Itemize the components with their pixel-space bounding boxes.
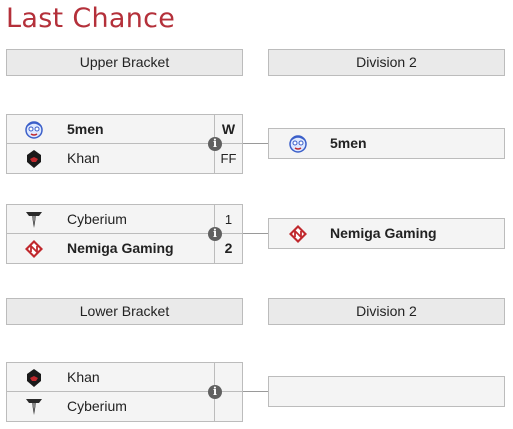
team-score: W — [214, 115, 242, 143]
result-team-name: Nemiga Gaming — [330, 225, 437, 241]
match-1-team-2[interactable]: Khan FF — [7, 144, 242, 173]
team-name: Khan — [67, 150, 100, 166]
team-name: Cyberium — [67, 211, 127, 227]
upper-bracket-header: Upper Bracket — [6, 49, 243, 76]
cyberium-logo-icon — [26, 399, 42, 415]
match-card-2[interactable]: Cyberium 1 Nemiga Gaming 2 — [6, 204, 243, 264]
result-1[interactable]: 5men — [268, 128, 505, 159]
result-team-name: 5men — [330, 135, 367, 151]
upper-division-header: Division 2 — [268, 49, 505, 76]
5men-logo-icon — [25, 121, 43, 139]
match-3-team-1[interactable]: Khan — [7, 363, 242, 392]
team-score: 1 — [214, 205, 242, 233]
nemiga-logo-icon — [25, 240, 43, 258]
result-2[interactable]: Nemiga Gaming — [268, 218, 505, 249]
result-3[interactable] — [268, 376, 505, 407]
cyberium-logo-icon — [26, 212, 42, 228]
match-2-team-2[interactable]: Nemiga Gaming 2 — [7, 234, 242, 263]
match-1-info-icon[interactable]: i — [208, 137, 222, 151]
match-1-team-1[interactable]: 5men W — [7, 115, 242, 144]
nemiga-logo-icon — [289, 225, 307, 243]
team-score — [214, 392, 242, 421]
match-2-info-icon[interactable]: i — [208, 227, 222, 241]
match-3-info-icon[interactable]: i — [208, 385, 222, 399]
team-name: 5men — [67, 121, 104, 137]
team-name: Khan — [67, 369, 100, 385]
lower-division-header: Division 2 — [268, 298, 505, 325]
khan-logo-icon — [27, 150, 41, 168]
match-card-3[interactable]: Khan Cyberium — [6, 362, 243, 422]
match-2-team-1[interactable]: Cyberium 1 — [7, 205, 242, 234]
khan-logo-icon — [27, 369, 41, 387]
connector-line — [243, 143, 268, 144]
team-name: Cyberium — [67, 398, 127, 414]
connector-line — [243, 233, 268, 234]
team-score: 2 — [214, 234, 242, 263]
match-card-1[interactable]: 5men W Khan FF — [6, 114, 243, 174]
team-name: Nemiga Gaming — [67, 240, 174, 256]
page-title: Last Chance — [6, 3, 176, 34]
lower-bracket-header: Lower Bracket — [6, 298, 243, 325]
team-score: FF — [214, 144, 242, 173]
connector-line — [243, 391, 268, 392]
match-3-team-2[interactable]: Cyberium — [7, 392, 242, 421]
5men-logo-icon — [289, 135, 307, 153]
team-score — [214, 363, 242, 391]
